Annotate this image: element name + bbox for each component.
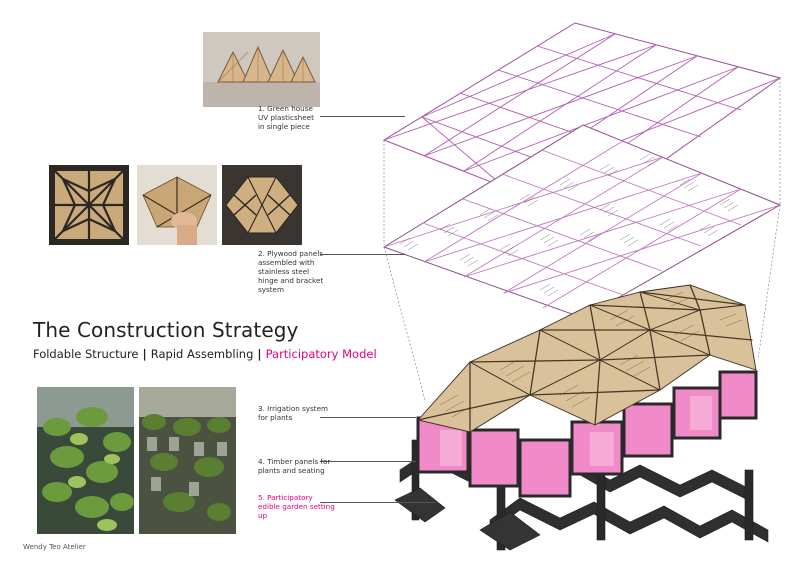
photo-folded-model	[203, 32, 320, 107]
photo-plywood-panel-flat	[49, 165, 129, 245]
page-subtitle: Foldable Structure | Rapid Assembling | …	[33, 347, 377, 361]
credit-text: Wendy Teo Atelier	[23, 543, 86, 551]
label-irrigation: 3. Irrigation system for plants	[258, 404, 329, 422]
page-title: The Construction Strategy	[33, 318, 299, 342]
assembled-structure	[394, 284, 769, 551]
plywood-panel-layer	[382, 124, 782, 319]
subtitle-participatory: Participatory Model	[265, 347, 377, 361]
label-timber-panels: 4. Timber panels for plants and seating	[258, 457, 331, 475]
leader-line-1	[320, 116, 405, 117]
leader-line-2	[320, 254, 405, 255]
leader-line-4	[320, 461, 416, 462]
folded-model-illustration	[203, 32, 320, 107]
photo-vertical-garden	[139, 387, 236, 534]
photo-hand-folding-panel	[137, 165, 217, 245]
subtitle-foldable: Foldable Structure	[33, 347, 139, 361]
subtitle-rapid: Rapid Assembling	[150, 347, 254, 361]
leader-line-3	[320, 417, 416, 418]
label-edible-garden: 5. Participatory edible garden setting u…	[258, 493, 335, 520]
photo-folded-panel-3d	[222, 165, 302, 245]
label-plywood-panels: 2. Plywood panels assembled with stainle…	[258, 249, 324, 294]
leader-line-5	[320, 502, 436, 503]
photo-plants-vines	[37, 387, 134, 534]
label-greenhouse-sheet: 1. Green house UV plasticsheet in single…	[258, 104, 314, 131]
subtitle-separator-1: |	[138, 347, 151, 361]
subtitle-separator-2: |	[253, 347, 266, 361]
